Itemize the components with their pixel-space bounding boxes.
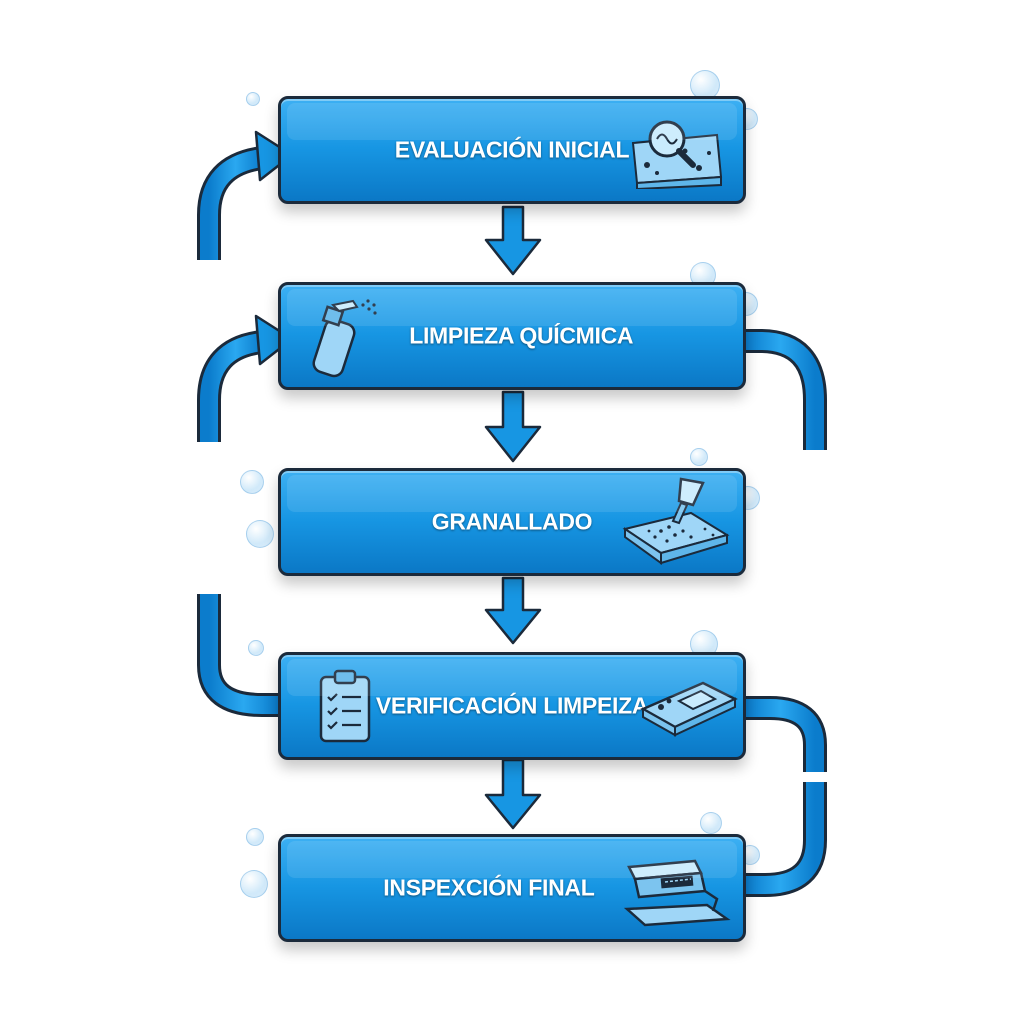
water-droplet	[240, 470, 264, 494]
step-limpieza-quimica: LIMPIEZA QUÍCMICA	[278, 282, 746, 390]
step-label: INSPEXCIÓN FINAL	[383, 874, 595, 901]
loop-arrow-left-2	[197, 314, 294, 442]
step-label: VERIFICACIÓN LIMPEIZA	[375, 692, 649, 719]
loop-tube-right-2	[746, 696, 827, 772]
down-arrow-2	[484, 390, 542, 463]
water-droplet	[700, 812, 722, 834]
step-granallado: GRANALLADO	[278, 468, 746, 576]
down-arrow-3	[484, 576, 542, 645]
water-droplet	[248, 640, 264, 656]
water-droplet	[690, 448, 708, 466]
step-label: EVALUACIÓN INICIAL	[394, 136, 630, 163]
spray-bottle-icon	[312, 299, 377, 378]
loop-tube-right-1	[746, 329, 827, 450]
water-droplet	[240, 870, 268, 898]
water-droplet	[246, 828, 264, 846]
step-inspeccion-final: INSPEXCIÓN FINAL	[278, 834, 746, 942]
step-verificacion-limpieza: VERIFICACIÓN LIMPEIZA	[278, 652, 746, 760]
sandblasting-icon	[622, 477, 730, 565]
step-label: GRANALLADO	[431, 508, 593, 535]
loop-arrow-left-1	[197, 130, 294, 260]
magnifier-surface-icon	[631, 120, 723, 189]
step-label: LIMPIEZA QUÍCMICA	[409, 322, 634, 349]
step-evaluacion-inicial: EVALUACIÓN INICIAL	[278, 96, 746, 204]
loop-tube-right-3	[746, 782, 827, 897]
water-droplet	[246, 92, 260, 106]
water-droplet	[246, 520, 274, 548]
test-plate-icon	[640, 681, 738, 737]
loop-tube-left-3	[197, 594, 278, 717]
water-droplet	[690, 70, 720, 100]
down-arrow-4	[484, 758, 542, 830]
gauge-meter-icon	[623, 859, 731, 927]
clipboard-checklist-icon	[319, 669, 371, 743]
down-arrow-1	[484, 205, 542, 276]
